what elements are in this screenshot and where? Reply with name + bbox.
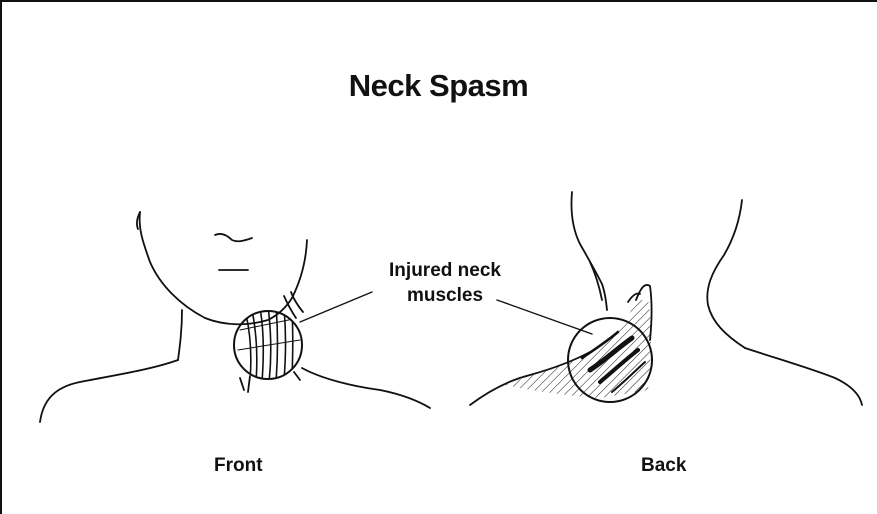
callout-leader-back <box>497 300 592 334</box>
front-injury-marker <box>234 292 303 392</box>
back-shoulder-right <box>745 348 862 405</box>
front-neck-left <box>178 310 182 360</box>
front-shoulder-right <box>302 368 430 408</box>
back-trapezius-shading <box>505 300 651 398</box>
back-view-figure <box>470 192 862 405</box>
callout-leader-front <box>300 292 372 322</box>
front-view-figure <box>40 212 430 422</box>
back-head-left <box>571 192 607 310</box>
front-face-right-outline <box>292 240 307 298</box>
front-nose <box>215 234 252 241</box>
front-shoulder-left <box>40 360 178 422</box>
back-head-right <box>707 200 745 348</box>
front-face-outline <box>140 212 292 324</box>
